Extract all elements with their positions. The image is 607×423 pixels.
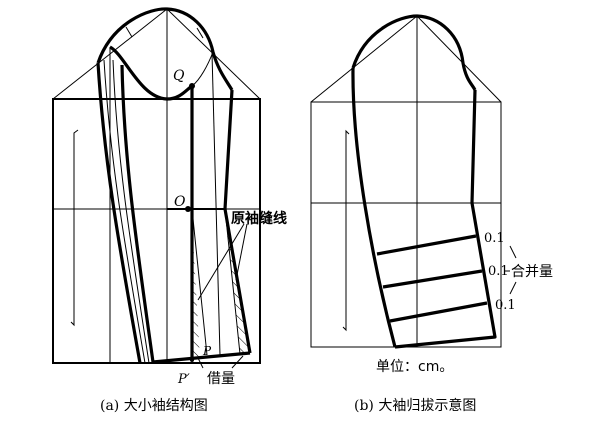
shrink-bar-2 [382,269,483,289]
panel-b-big-sleeve: 0.1 0.1 合并量 0.1 单位：cm。 (b) 大袖归拔示意图 [310,14,553,414]
grain-arrow-b [342,129,350,332]
point-o-marker [185,206,191,212]
notch-mark [196,27,204,39]
point-q-marker [189,83,195,89]
unit-note: 单位：cm。 [376,359,453,375]
cuff-line-a [152,351,251,364]
sleeve-cap-curve-b [351,14,477,91]
under-sleeve-curve-thin [191,51,214,87]
label-p-prime: P′ [177,372,190,387]
merge-value-3: 0.1 [495,298,516,313]
front-seam-inner [120,64,155,363]
leader-merge-1 [509,245,517,259]
panel-a-structure: Q O P P′ 原袖缝线 借量 (a) 大小袖结构图 [52,7,287,414]
cap-triangle-b [310,15,502,103]
front-seam-b [351,67,397,348]
label-original-seam: 原袖缝线 [231,210,287,227]
original-seam-left [191,208,208,356]
front-seam-thin [103,59,146,364]
merge-value-2: 0.1 [488,264,509,279]
guide-line-a-right [211,52,221,356]
notch-mark [125,26,133,38]
under-sleeve-curve [109,45,193,101]
front-seam-thin-2 [112,59,150,364]
leader-original-seam [197,223,245,301]
original-seam-right [224,208,241,355]
back-seam-and-cuff-b [394,89,497,349]
merge-value-1: 0.1 [484,231,505,246]
sleeve-cap-curve-a [96,7,234,91]
shrink-bar-1 [376,234,477,256]
leader-merge-3 [509,281,517,295]
borrow-hatch-left [192,220,200,360]
caption-a: (a) 大小袖结构图 [100,398,208,414]
label-borrow: 借量 [207,371,235,387]
leader-borrow-2 [231,355,244,369]
leader-borrow [197,357,204,369]
caption-b: (b) 大袖归拔示意图 [354,397,476,414]
label-q: Q [173,68,185,84]
front-seam-outer [96,62,142,364]
leader-original-seam-2 [235,223,248,281]
label-p: P [202,344,212,358]
shrink-bar-3 [389,301,488,323]
grain-arrow-a [70,129,79,327]
label-o: O [174,194,186,210]
point-p-prime-marker [190,358,194,362]
label-merge: 合并量 [511,264,553,280]
